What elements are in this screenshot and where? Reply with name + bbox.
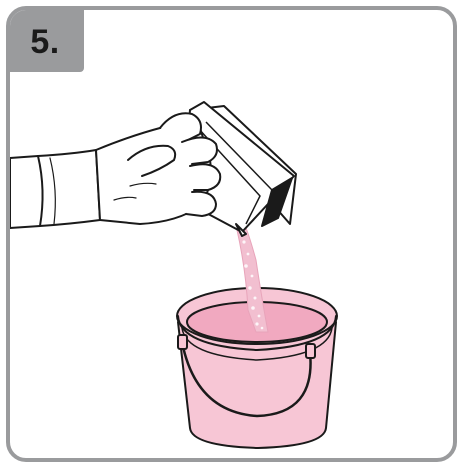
instruction-panel: 5. [6, 6, 457, 462]
step-illustration [10, 10, 453, 458]
gloved-hand-icon [10, 113, 220, 228]
